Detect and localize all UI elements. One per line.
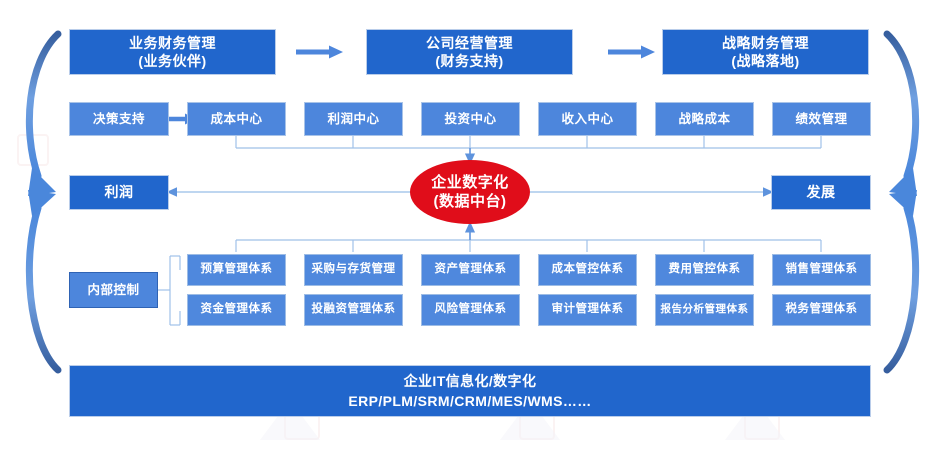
box-system-r1-5[interactable]: 销售管理体系 <box>772 254 871 286</box>
box-decision-support[interactable]: 决策支持 <box>69 102 169 136</box>
box-system-r2-2[interactable]: 风险管理体系 <box>421 294 520 326</box>
box-profit[interactable]: 利润 <box>69 175 169 210</box>
centers-bus <box>235 136 822 149</box>
core-ellipse-digitalization[interactable]: 企业数字化 (数据中台) <box>410 160 530 224</box>
right-arc-bottom <box>883 190 920 374</box>
box-strategic-finance-line1: 战略财务管理 <box>722 34 809 51</box>
box-company-operation-line1: 公司经营管理 <box>426 34 513 51</box>
core-ellipse-line1: 企业数字化 <box>431 173 509 191</box>
box-system-r1-4[interactable]: 费用管控体系 <box>655 254 754 286</box>
internal-control-bracket <box>158 255 181 326</box>
box-system-r2-1[interactable]: 投融资管理体系 <box>304 294 403 326</box>
footer-line2: ERP/PLM/SRM/CRM/MES/WMS…… <box>348 393 592 409</box>
box-strategic-finance-line2: (战略落地) <box>731 53 800 69</box>
box-strategic-finance[interactable]: 战略财务管理 (战略落地) <box>662 29 869 75</box>
box-center-1[interactable]: 利润中心 <box>304 102 403 136</box>
box-business-finance-line1: 业务财务管理 <box>129 34 216 51</box>
footer-it-bar[interactable]: 企业IT信息化/数字化 ERP/PLM/SRM/CRM/MES/WMS…… <box>69 365 871 417</box>
box-internal-control[interactable]: 内部控制 <box>69 272 158 308</box>
box-system-r2-5[interactable]: 税务管理体系 <box>772 294 871 326</box>
flow-arrow-2 <box>608 45 655 59</box>
systems-bus <box>235 239 822 252</box>
left-arc-top <box>25 30 62 196</box>
box-center-3[interactable]: 收入中心 <box>538 102 637 136</box>
box-system-r2-3[interactable]: 审计管理体系 <box>538 294 637 326</box>
flow-arrow-1 <box>296 45 343 59</box>
box-system-r2-0[interactable]: 资金管理体系 <box>187 294 286 326</box>
box-system-r1-0[interactable]: 预算管理体系 <box>187 254 286 286</box>
box-system-r2-4[interactable]: 报告分析管理体系 <box>655 294 754 326</box>
box-system-r1-2[interactable]: 资产管理体系 <box>421 254 520 286</box>
box-center-5[interactable]: 绩效管理 <box>772 102 871 136</box>
box-system-r1-1[interactable]: 采购与存货管理 <box>304 254 403 286</box>
box-center-2[interactable]: 投资中心 <box>421 102 520 136</box>
footer-line1: 企业IT信息化/数字化 <box>403 372 537 389</box>
box-company-operation[interactable]: 公司经营管理 (财务支持) <box>366 29 573 75</box>
box-center-0[interactable]: 成本中心 <box>187 102 286 136</box>
right-arc-top <box>883 30 920 196</box>
box-company-operation-line2: (财务支持) <box>435 53 504 69</box>
left-arc-bottom <box>25 190 62 374</box>
box-business-finance[interactable]: 业务财务管理 (业务伙伴) <box>69 29 276 75</box>
box-growth[interactable]: 发展 <box>771 175 871 210</box>
core-ellipse-line2: (数据中台) <box>433 193 507 210</box>
box-business-finance-line2: (业务伙伴) <box>138 53 207 69</box>
box-system-r1-3[interactable]: 成本管控体系 <box>538 254 637 286</box>
box-center-4[interactable]: 战略成本 <box>655 102 754 136</box>
